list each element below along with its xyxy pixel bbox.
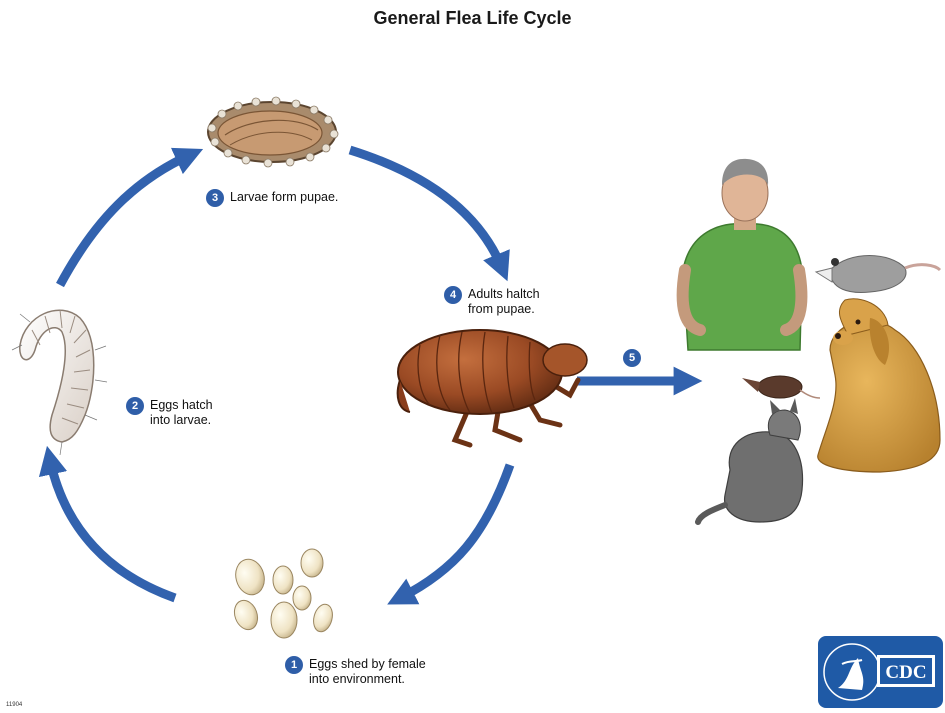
step-1-line-2: into environment. — [309, 672, 426, 687]
larva-illustration — [12, 310, 107, 455]
step-2-line-2: into larvae. — [150, 413, 213, 428]
dog-host — [818, 299, 940, 472]
step-4-line-2: from pupae. — [468, 302, 540, 317]
eggs-illustration — [231, 549, 336, 638]
step-5-label: 5 — [623, 350, 641, 367]
step-4-badge: 4 — [444, 286, 462, 304]
step-4-label: 4 Adults haltch from pupae. — [444, 287, 540, 317]
step-1-label: 1 Eggs shed by female into environment. — [285, 657, 426, 687]
step-2-line-1: Eggs hatch — [150, 398, 213, 413]
step-5-badge: 5 — [623, 349, 641, 367]
arrow-eggs-to-larvae — [50, 460, 175, 598]
step-3-line-1: Larvae form pupae. — [230, 190, 338, 205]
human-host — [683, 159, 802, 350]
cdc-logo: CDC — [818, 636, 943, 708]
arrow-larvae-to-pupae — [60, 155, 190, 285]
cat-host — [698, 398, 803, 522]
step-1-badge: 1 — [285, 656, 303, 674]
pupa-illustration — [208, 97, 338, 167]
adult-flea-illustration — [398, 330, 587, 445]
step-2-label: 2 Eggs hatch into larvae. — [126, 398, 213, 428]
cycle-arrows — [50, 150, 688, 598]
step-4-line-1: Adults haltch — [468, 287, 540, 302]
opossum-host — [816, 256, 940, 293]
figure-code: 11904 — [6, 702, 22, 708]
hosts-illustration — [683, 159, 940, 522]
arrow-adult-to-eggs — [400, 465, 510, 598]
cdc-logo-text: CDC — [885, 662, 926, 683]
arrow-pupae-to-adult — [350, 150, 502, 268]
step-1-line-1: Eggs shed by female — [309, 657, 426, 672]
step-3-label: 3 Larvae form pupae. — [206, 190, 338, 207]
step-2-badge: 2 — [126, 397, 144, 415]
step-3-badge: 3 — [206, 189, 224, 207]
rat-host — [742, 376, 820, 398]
